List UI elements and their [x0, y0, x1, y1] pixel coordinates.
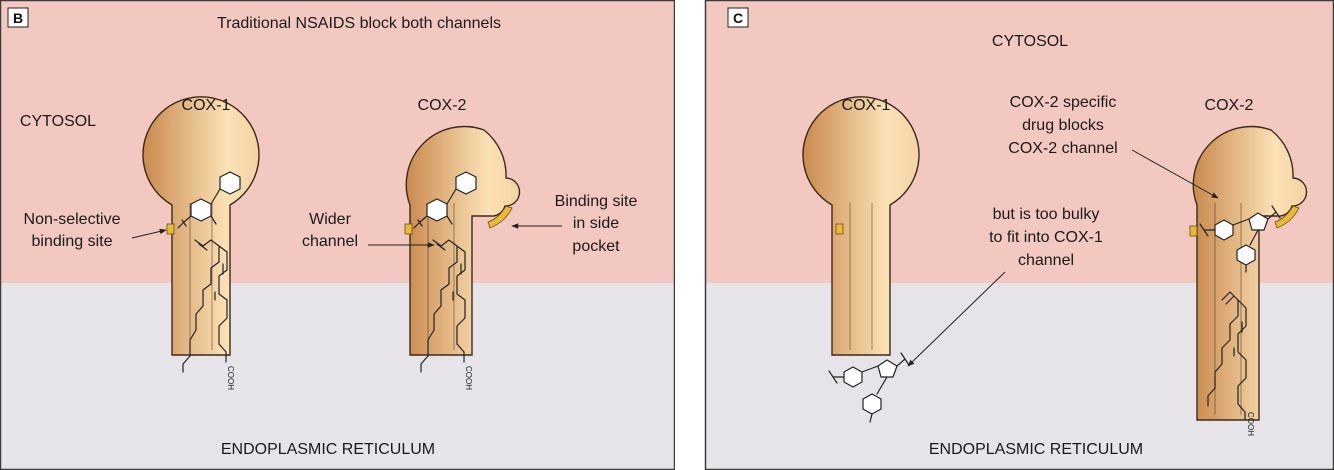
panel-c-er-label: ENDOPLASMIC RETICULUM	[929, 441, 1143, 458]
panel-b-arachidonic-cox2: COOH	[420, 239, 473, 390]
panel-b-pocket-line3: pocket	[572, 238, 620, 255]
panel-c-bulky-arrow	[907, 271, 1006, 367]
panel-b-cox1-label: COX-1	[182, 97, 231, 114]
panel-c-cox2-enzyme: COX-2	[1189, 97, 1308, 421]
panel-b-er-label: ENDOPLASMIC RETICULUM	[221, 441, 435, 458]
panel-b-cooh-2: COOH	[464, 366, 473, 390]
panel-b-pocket-line2: in side	[573, 215, 619, 232]
panel-b-nonselective-line1: Non-selective	[24, 211, 121, 228]
panel-b-arachidonic-cox1: COOH	[182, 239, 235, 390]
panel-c-bulky-line1: but is too bulky	[993, 206, 1100, 223]
panel-b-wider-line1: Wider	[309, 211, 351, 228]
panel-c-cox2-site	[1189, 225, 1198, 237]
panel-b-wider-line2: channel	[302, 233, 358, 250]
panel-b-title: Traditional NSAIDS block both channels	[217, 15, 501, 32]
panel-c: C CYTOSOL ENDOPLASMIC RETICULUM COX-1 CO…	[704, 0, 1334, 470]
panel-c-arachidonic-cox2: COOH	[1207, 291, 1255, 436]
panel-c-specific-line3: COX-2 channel	[1008, 140, 1117, 157]
panel-c-specific-line2: drug blocks	[1022, 117, 1104, 134]
panel-c-cooh: COOH	[1246, 412, 1255, 436]
panel-c-specific-line1: COX-2 specific	[1010, 94, 1117, 111]
panel-b-letter: B	[13, 10, 23, 26]
panel-b-side-pocket-site	[487, 205, 513, 229]
panel-b-cox2-site	[404, 223, 413, 235]
panel-c-cytosol-label: CYTOSOL	[992, 33, 1068, 50]
panel-b: B Traditional NSAIDS block both channels…	[0, 0, 676, 470]
panel-c-cox2-label: COX-2	[1205, 97, 1254, 114]
panel-b-nsaid-cox2	[413, 171, 477, 229]
panel-b-nonselective-arrow	[131, 228, 167, 239]
panel-c-specific-arrow	[1131, 149, 1219, 199]
panel-b-nonselective-line2: binding site	[32, 233, 113, 250]
panel-c-side-pocket-site	[1274, 205, 1300, 229]
panel-c-bulky-line2: to fit into COX-1	[989, 229, 1103, 246]
panel-b-cox2-enzyme: COX-2	[404, 97, 521, 356]
panel-c-coxib-in-cox2	[1199, 205, 1281, 273]
panel-c-cox1-site	[835, 223, 844, 235]
panel-c-cox1-enzyme: COX-1	[802, 96, 920, 356]
panel-b-pocket-line1: Binding site	[555, 193, 638, 210]
panel-b-cox2-label: COX-2	[418, 97, 467, 114]
panel-b-cytosol	[0, 0, 675, 283]
panel-c-coxib-outside	[828, 352, 910, 423]
panel-b-cox1-enzyme: COX-1	[142, 96, 260, 356]
panel-b-cytosol-label: CYTOSOL	[20, 113, 96, 130]
panel-b-cooh-1: COOH	[226, 366, 235, 390]
panel-c-cox1-label: COX-1	[842, 97, 891, 114]
panel-c-letter: C	[733, 10, 743, 26]
panel-b-nonselective-site	[166, 223, 175, 235]
panel-b-nsaid-cox1	[177, 171, 241, 229]
panel-c-bulky-line3: channel	[1018, 252, 1074, 269]
panel-b-er	[0, 283, 675, 470]
